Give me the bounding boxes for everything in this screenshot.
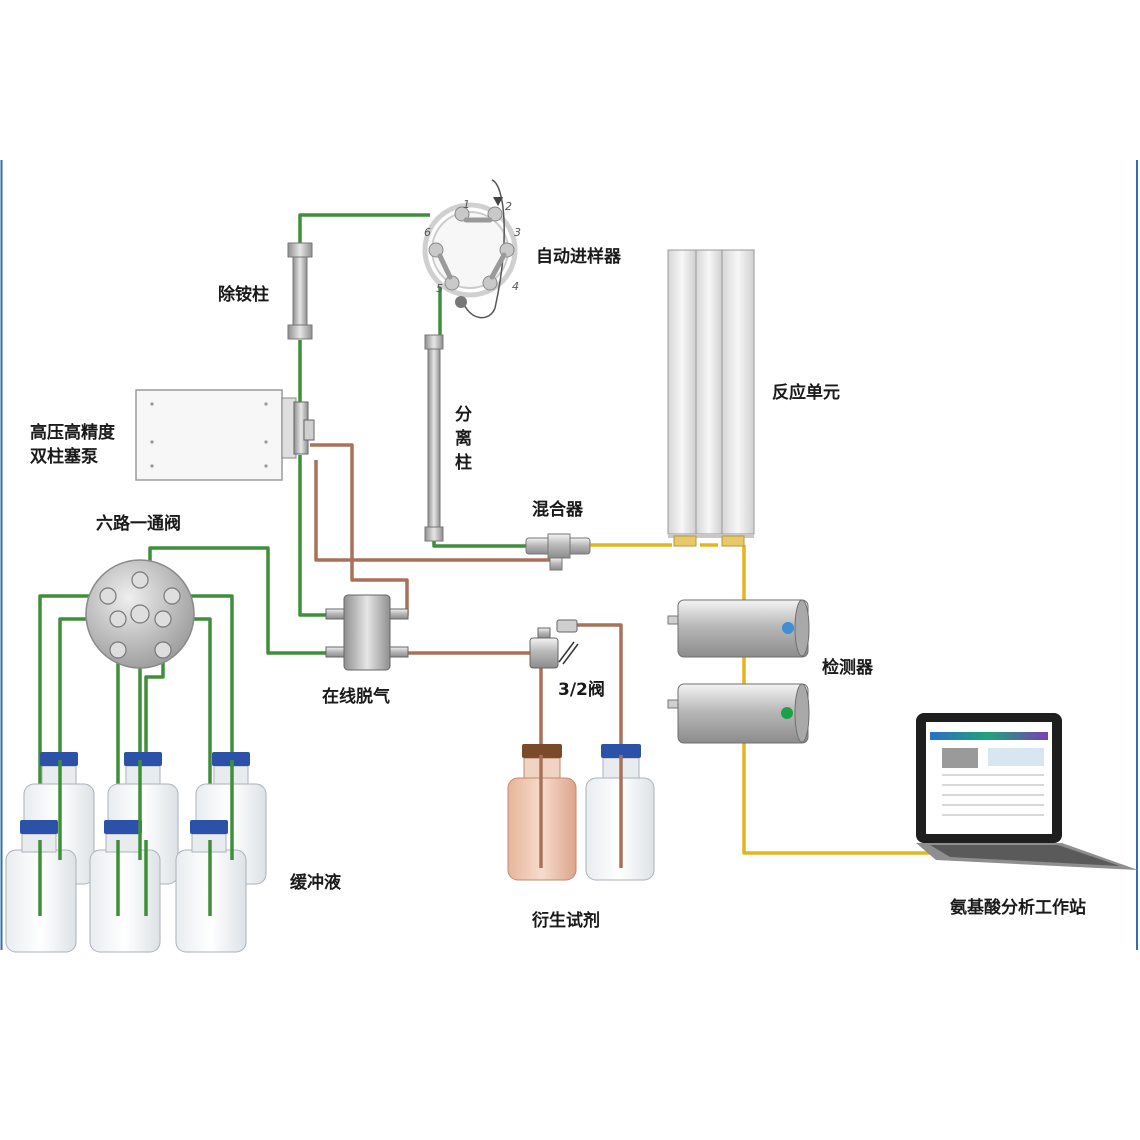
reagent-bottles [507,744,655,881]
six-way-valve-icon [85,559,195,669]
three-two-valve-icon [529,619,579,669]
detector-icon-2 [667,683,810,744]
ammonia-removal-column [287,242,313,340]
six-way-valve-label: 六路一通阀 [96,513,181,534]
reaction-unit [667,249,755,547]
separation-column [424,334,444,542]
buffer-label: 缓冲液 [290,872,341,893]
pump-label-line-2: 双柱塞泵 [30,446,98,467]
mixer-label: 混合器 [532,499,584,520]
yellow-tubing [590,543,940,855]
three-two-valve-label: 3/2阀 [558,679,605,700]
port-2-label: 2 [505,200,512,213]
pump-icon [135,389,315,481]
autosampler-valve: 1 2 3 4 5 6 [422,179,521,319]
separation-column-label-1: 分 [455,405,472,425]
port-5-label: 5 [436,282,443,295]
port-1-label: 1 [463,198,470,211]
separation-column-label-3: 柱 [455,452,472,473]
ammonia-column-label: 除铵柱 [218,284,269,305]
autosampler-label: 自动进样器 [536,246,622,267]
laptop-icon [916,713,1138,870]
port-6-label: 6 [424,226,431,239]
labels: 自动进样器 除铵柱 分 离 柱 高压高精度 双柱塞泵 反应单元 混合器 六路一通… [30,246,1086,931]
degasser-label: 在线脱气 [322,686,390,707]
separation-column-label-2: 离 [455,428,472,449]
pump-label-line-1: 高压高精度 [30,422,116,443]
workstation-label: 氨基酸分析工作站 [950,897,1086,918]
detector-icon-1 [667,599,810,658]
reaction-unit-label: 反应单元 [772,382,840,403]
port-3-label: 3 [514,226,521,239]
buffer-bottles [5,752,267,953]
derivatization-reagent-label: 衍生试剂 [532,910,600,931]
degasser-icon [325,594,409,671]
mixer-icon [525,533,591,571]
detector-label: 检测器 [822,657,874,678]
port-4-label: 4 [512,280,519,293]
